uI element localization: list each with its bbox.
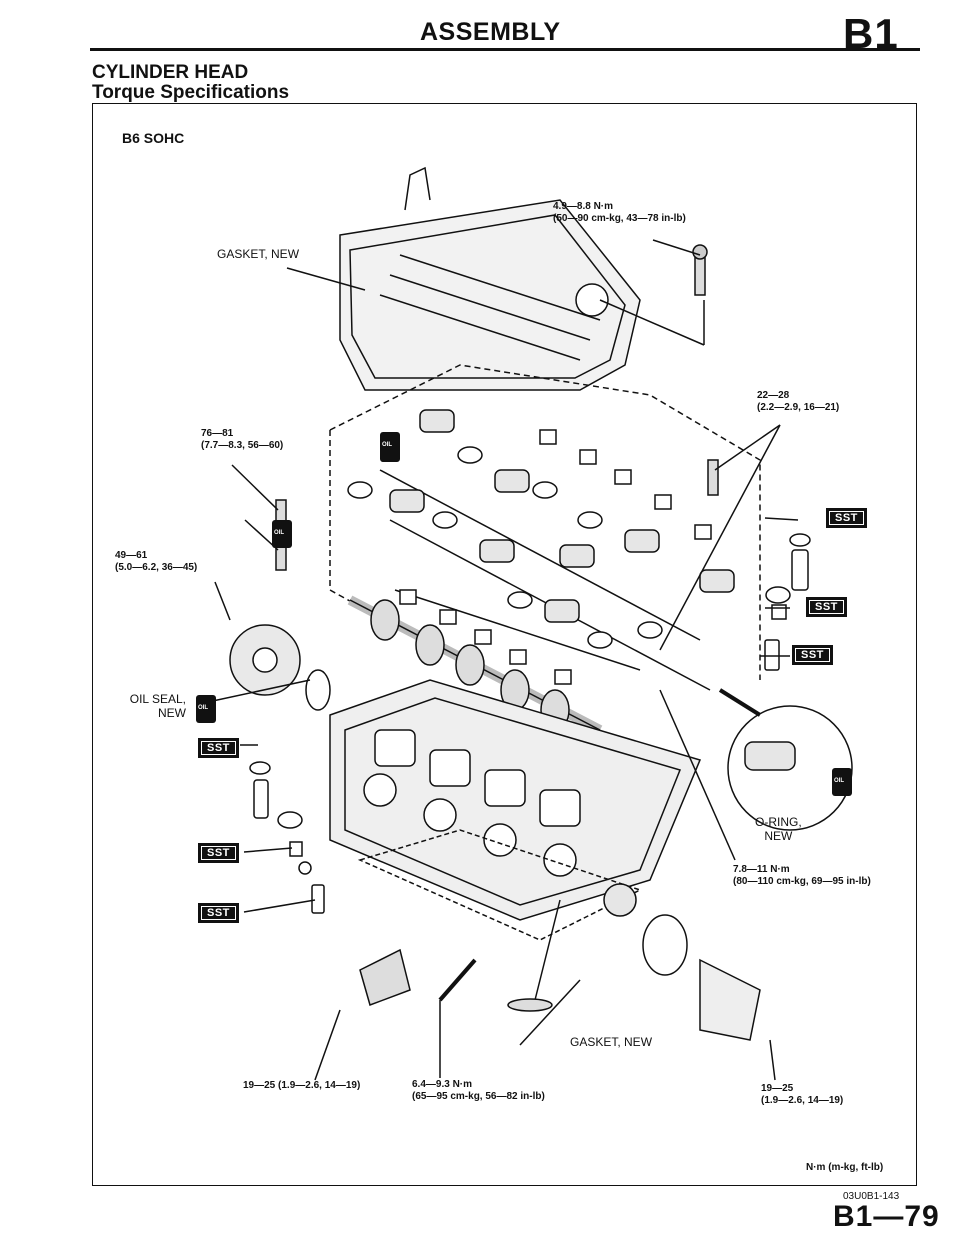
cover-bolt-torque-alt: (50—90 cm-kg, 43—78 in-lb) <box>553 213 686 224</box>
header-title: ASSEMBLY <box>420 18 561 46</box>
sprocket-bolt-torque-nm: 49—61 <box>115 550 148 561</box>
sst-badge: SST <box>198 843 239 863</box>
oil-seal-label-line1: OIL SEAL, <box>129 692 186 706</box>
rocker-bolt-right-torque: 22—28(2.2—2.9, 16—21) <box>757 390 839 414</box>
spark-plug-torque-nm: 6.4—9.3 N·m <box>412 1079 473 1090</box>
outlet-bolt-torque-nm: 19—25 <box>761 1083 794 1094</box>
units-note: N·m (m-kg, ft-lb) <box>806 1162 884 1173</box>
o-ring-label-line1: O-RING, <box>755 815 802 829</box>
cover-bolt-torque-nm: 4.9—8.8 N·m <box>553 201 614 212</box>
figure-code: 03U0B1-143 <box>843 1191 900 1202</box>
oil-seal-label-line2: NEW <box>158 706 186 720</box>
outlet-bolt-torque-alt: (1.9—2.6, 14—19) <box>761 1095 844 1106</box>
bracket-bolt-torque: 19—25 (1.9—2.6, 14—19) <box>243 1080 361 1091</box>
header-rule <box>90 48 920 51</box>
cover-bolt-torque: 4.9—8.8 N·m(50—90 cm-kg, 43—78 in-lb) <box>553 201 686 225</box>
sst-badge: SST <box>198 903 239 923</box>
sprocket-bolt-torque: 49—61(5.0—6.2, 36—45) <box>115 550 197 574</box>
spark-plug-torque-alt: (65—95 cm-kg, 56—82 in-lb) <box>412 1091 545 1102</box>
rocker-bolt-left-torque-alt: (7.7—8.3, 56—60) <box>201 440 284 451</box>
sst-badge: SST <box>792 645 833 665</box>
outlet-bolt-torque: 19—25(1.9—2.6, 14—19) <box>761 1083 843 1107</box>
sst-badge: SST <box>806 597 847 617</box>
oil-seal-label: OIL SEAL,NEW <box>116 692 186 720</box>
oil-can-icon: OIL <box>274 530 284 536</box>
engine-label: B6 SOHC <box>122 130 185 146</box>
spark-plug-torque: 6.4—9.3 N·m(65—95 cm-kg, 56—82 in-lb) <box>412 1079 545 1103</box>
plug-bolt-torque-nm: 7.8—11 N·m <box>733 864 790 875</box>
o-ring-label: O-RING,NEW <box>755 815 802 843</box>
rocker-bolt-left-torque: 76—81(7.7—8.3, 56—60) <box>201 428 283 452</box>
oil-can-icon: OIL <box>198 705 208 711</box>
rocker-bolt-left-torque-nm: 76—81 <box>201 428 234 439</box>
section-title: CYLINDER HEAD <box>92 62 249 83</box>
sprocket-bolt-torque-alt: (5.0—6.2, 36—45) <box>115 562 198 573</box>
rocker-bolt-right-torque-nm: 22—28 <box>757 390 790 401</box>
figure-frame <box>92 103 917 1186</box>
sst-badge: SST <box>198 738 239 758</box>
rocker-bolt-right-torque-alt: (2.2—2.9, 16—21) <box>757 402 840 413</box>
plug-bolt-torque: 7.8—11 N·m(80—110 cm-kg, 69—95 in-lb) <box>733 864 871 888</box>
oil-can-icon: OIL <box>834 778 844 784</box>
gasket-head-label: GASKET, NEW <box>570 1035 653 1049</box>
page-number: B1—79 <box>833 1200 940 1233</box>
oil-can-icon: OIL <box>382 442 392 448</box>
plug-bolt-torque-alt: (80—110 cm-kg, 69—95 in-lb) <box>733 876 871 887</box>
gasket-cover-label: GASKET, NEW <box>217 247 300 261</box>
sst-badge: SST <box>826 508 867 528</box>
section-subtitle: Torque Specifications <box>92 82 290 103</box>
o-ring-label-line2: NEW <box>764 829 793 843</box>
